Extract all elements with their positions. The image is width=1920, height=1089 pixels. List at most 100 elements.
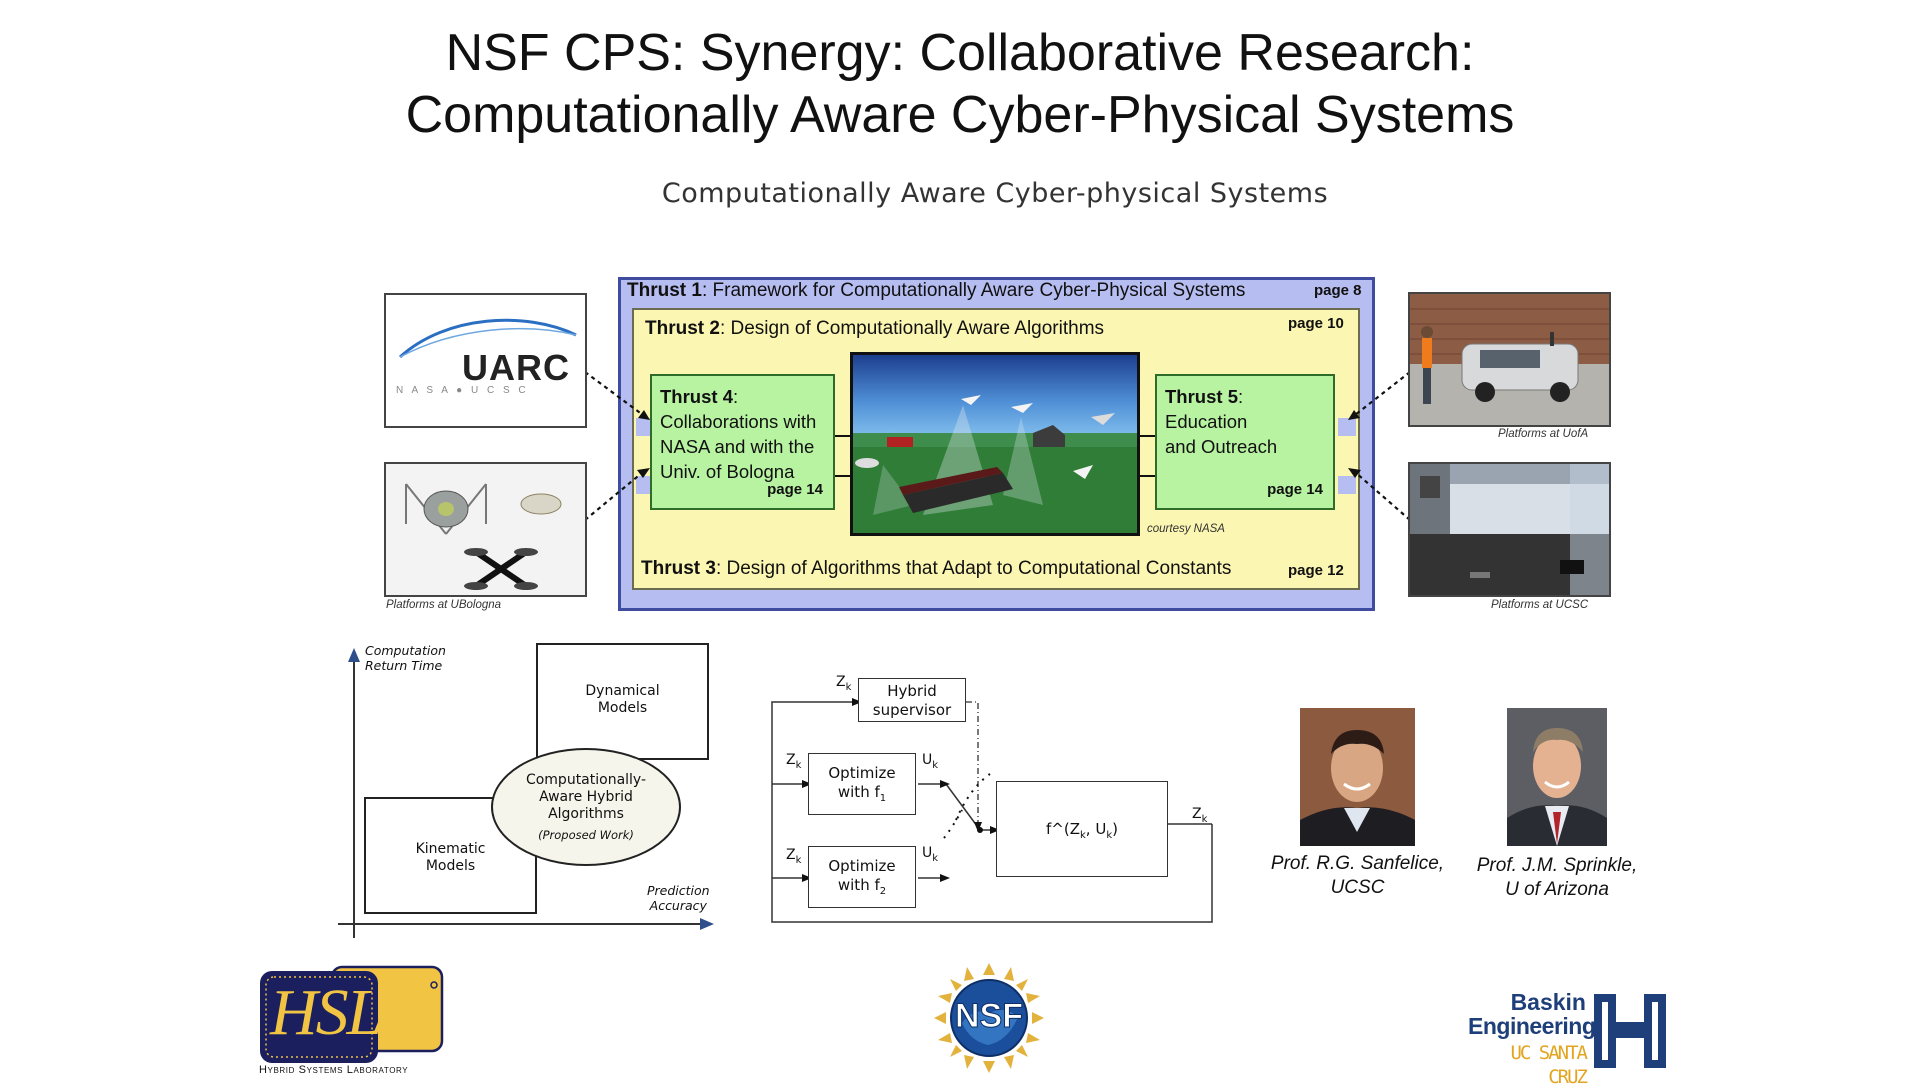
uarc-swoosh — [398, 318, 577, 359]
uofa-platform-frame — [1408, 292, 1611, 427]
thrust-2-label: Thrust 2 — [645, 318, 720, 339]
x-axis-label-line-2: Accuracy — [649, 898, 707, 913]
thrust-5-line-2: and Outreach — [1165, 436, 1278, 457]
x-axis-label: Prediction Accuracy — [647, 883, 710, 913]
uk-opt2-u: U — [922, 845, 933, 861]
thrust-4-box: Thrust 4: Collaborations with NASA and w… — [650, 374, 835, 510]
uarc-logo-frame: UARC N A S A ● U C S C — [384, 293, 587, 428]
thrust-3-text: : Design of Algorithms that Adapt to Com… — [715, 558, 1232, 579]
ucsc-platform-frame — [1408, 462, 1611, 597]
sprinkle-name: Prof. J.M. Sprinkle, — [1476, 855, 1638, 876]
opt1-subscript: 1 — [879, 793, 887, 804]
slide-title: NSF CPS: Synergy: Collaborative Research… — [0, 22, 1920, 146]
plant-label-start: f^(Z — [1046, 820, 1080, 838]
hsl-caption: Hybrid Systems Laboratory — [259, 1064, 409, 1076]
thrust-4-colon: : — [732, 386, 739, 407]
ucsc-wordmark: UC SANTA CRUZ — [1510, 1042, 1588, 1088]
zk-label-opt2: Zk — [786, 847, 801, 866]
opt2-line-1: Optimize — [828, 857, 896, 875]
zk-opt2-sub: k — [795, 854, 802, 866]
zk-label-opt1: Zk — [786, 752, 801, 771]
opt1-line-1: Optimize — [828, 764, 896, 782]
zk-label-output: Zk — [1192, 806, 1207, 825]
nsf-logo: NSF — [934, 963, 1044, 1073]
baskin-h-mark-icon — [1594, 994, 1666, 1068]
thrust-2-page: page 10 — [1288, 315, 1344, 332]
sanfelice-portrait — [1300, 708, 1415, 846]
zk-opt1-sub: k — [795, 759, 802, 771]
thrust-5-colon: : — [1237, 386, 1244, 407]
baskin-engineering-logo: Baskin Engineering UC SANTA CRUZ — [1468, 989, 1718, 1088]
thrust-5-page: page 14 — [1267, 481, 1323, 498]
uarc-logo-text: UARC — [462, 347, 570, 388]
thrust-1-page: page 8 — [1314, 282, 1362, 299]
nsf-globe-icon — [934, 963, 1044, 1073]
opt1-line-2: with f — [837, 783, 880, 801]
zk-opt2-z: Z — [786, 847, 796, 863]
plant-block: f^(Zk, Uk) — [996, 781, 1168, 877]
sprinkle-photo — [1507, 708, 1607, 846]
connector-overlay — [584, 371, 1411, 521]
thrust-2-title: Thrust 2: Design of Computationally Awar… — [645, 318, 1104, 340]
opt2-line-2: with f — [837, 876, 880, 894]
plant-label-mid: , U — [1085, 820, 1107, 838]
opt2-subscript: 2 — [879, 886, 887, 897]
y-axis-label-line-1: Computation — [365, 643, 446, 658]
uk-opt1-sub: k — [932, 759, 939, 771]
uk-label-opt1: Uk — [922, 752, 938, 771]
title-line-1: NSF CPS: Synergy: Collaborative Research… — [445, 24, 1475, 82]
supervisor-line-2: supervisor — [872, 701, 952, 719]
sprinkle-portrait — [1507, 708, 1607, 846]
thrust-2-text: : Design of Computationally Aware Algori… — [719, 318, 1105, 339]
thrust-1-title: Thrust 1: Framework for Computationally … — [627, 280, 1245, 302]
thrust-5-box: Thrust 5: Education and Outreach page 14 — [1155, 374, 1335, 510]
thrust-1-label: Thrust 1 — [627, 280, 702, 301]
uofa-car-image — [1410, 294, 1609, 425]
uarc-subtext: N A S A ● U C S C — [396, 385, 529, 396]
hybrid-line-2: Aware Hybrid — [539, 789, 633, 805]
thrust-3-label: Thrust 3 — [641, 558, 716, 579]
optimize-f2-block: Optimize with f2 — [808, 846, 916, 908]
nasa-simulation-image — [850, 352, 1140, 536]
kinematic-line-2: Models — [425, 858, 476, 874]
zk-label-supervisor: Zk — [836, 674, 851, 693]
supervisor-line-1: Hybrid — [887, 682, 937, 700]
simulation-scene — [853, 355, 1137, 533]
thrust-5-label: Thrust 5 — [1165, 386, 1238, 407]
hybrid-line-1: Computationally- — [525, 772, 647, 788]
thrust-4-line-1: Collaborations with — [660, 411, 817, 432]
thrust-4-label: Thrust 4 — [660, 386, 733, 407]
proposed-work-ellipse: Computationally- Aware Hybrid Algorithms… — [491, 748, 681, 866]
zk-opt1-z: Z — [786, 752, 796, 768]
dynamical-line-1: Dynamical — [585, 683, 660, 699]
y-axis-label: Computation Return Time — [365, 643, 446, 673]
tradeoff-axes — [338, 648, 714, 938]
uk-opt1-u: U — [922, 752, 933, 768]
sprinkle-caption: Prof. J.M. Sprinkle, U of Arizona — [1442, 854, 1672, 902]
sprinkle-affiliation: U of Arizona — [1505, 879, 1609, 900]
plant-z-subscript: k — [1080, 830, 1086, 841]
thrust-4-line-3: Univ. of Bologna — [660, 461, 795, 482]
baskin-word: Baskin — [1510, 989, 1586, 1015]
ubologna-platform-frame — [384, 462, 587, 597]
uk-label-opt2: Uk — [922, 845, 938, 864]
nsf-logo-text: NSF — [955, 997, 1024, 1036]
zk-output-sub: k — [1201, 813, 1208, 825]
uofa-caption: Platforms at UofA — [1498, 428, 1589, 440]
sanfelice-affiliation: UCSC — [1330, 877, 1385, 898]
plant-label-end: ) — [1112, 820, 1118, 838]
courtesy-caption: courtesy NASA — [1147, 523, 1225, 535]
hybrid-supervisor-block: Hybrid supervisor — [858, 678, 966, 722]
x-axis-label-line-1: Prediction — [647, 883, 710, 898]
dynamical-line-2: Models — [597, 700, 648, 716]
ucsc-lab-image — [1410, 464, 1609, 595]
thrust-1-text: : Framework for Computationally Aware Cy… — [701, 280, 1246, 301]
hsl-logo-shape — [260, 965, 444, 1063]
sanfelice-photo — [1300, 708, 1415, 846]
thrust-3-title: Thrust 3: Design of Algorithms that Adap… — [641, 558, 1231, 580]
thrust-3-page: page 12 — [1288, 562, 1344, 579]
thrust-5-line-1: Education — [1165, 411, 1248, 432]
ubologna-drones-image — [386, 464, 585, 595]
title-line-2: Computationally Aware Cyber-Physical Sys… — [405, 86, 1515, 144]
diagram-subtitle: Computationally Aware Cyber-physical Sys… — [661, 178, 1329, 209]
